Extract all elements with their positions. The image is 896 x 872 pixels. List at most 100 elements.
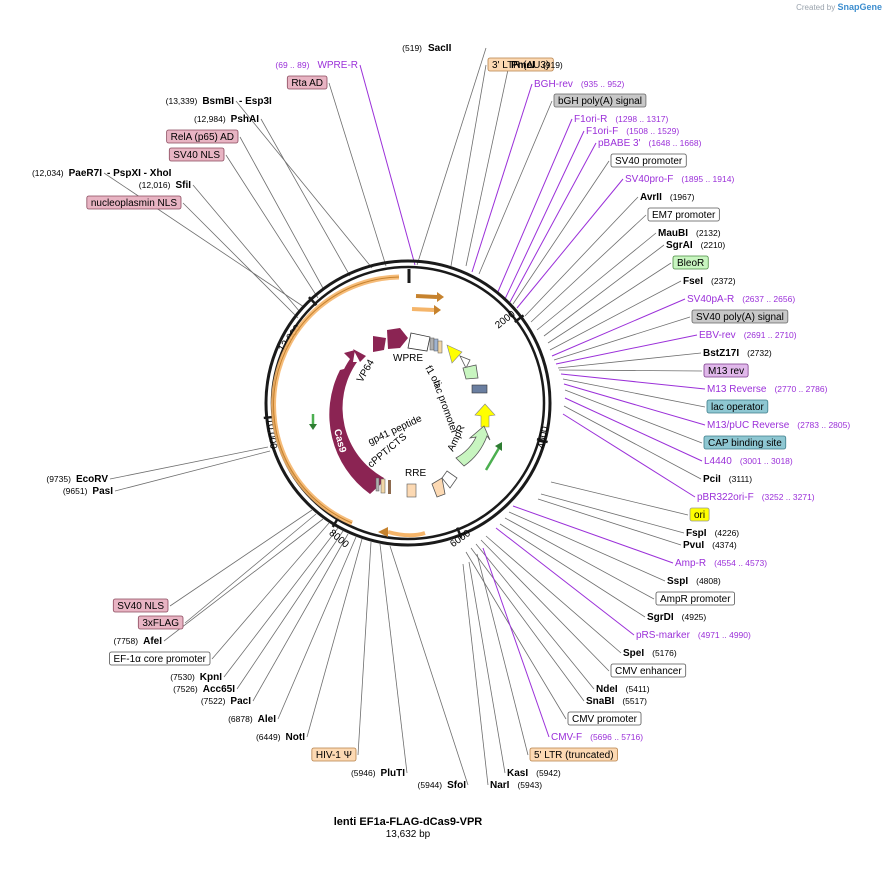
label-box [567,711,642,726]
site-name: NarI [490,780,510,791]
connector-pbabe-3 [509,142,597,303]
label-fsei: FseI (2372) [683,276,736,287]
label-box [703,363,749,378]
label-sv40pa-r: SV40pA-R (2637 .. 2656) [687,294,795,305]
connector-afei [163,518,324,642]
primer-range: (3252 .. 3271) [762,492,815,502]
site-position: (7526) [173,684,198,694]
site-name: SpeI [623,648,644,659]
site-name: PciI [703,474,721,485]
connector-alei [277,536,357,720]
connector-fsei [549,280,682,351]
psi-feature [388,480,391,494]
primer-range: (69 .. 89) [275,60,309,70]
connector-sspi [508,511,666,582]
label-paer7i: PaeR7I(12,034)- PspXI - XhoI [32,168,172,179]
primer-name: SV40pA-R [687,294,734,305]
label-nari: NarI(5943) [490,780,542,791]
label-text: SV40 promoter [615,156,683,167]
label-paci: PacI(7522) [201,696,251,707]
site-name: PmeI [511,60,535,71]
label-text: CMV enhancer [615,666,682,677]
site-name: PacI [230,696,251,707]
label-avrii: AvrII(1967) [640,192,695,203]
label-sfii: SfiI(12,016) [139,180,191,191]
primer-name: WPRE-R [317,60,358,71]
label-text: nucleoplasmin NLS [91,198,177,209]
label-ebv-rev: EBV-rev(2691 .. 2710) [699,330,797,341]
site-position: (2732) [747,348,772,358]
connector-em7-promoter [530,214,647,323]
rre-feature [380,478,386,494]
connector-pasi [114,450,271,492]
primer-range: (4554 .. 4573) [714,558,767,568]
connector-hiv-1 [357,541,372,756]
connector-f1ori-r [496,118,573,295]
primer-name: F1ori-F [586,126,618,137]
label-box [529,747,618,762]
site-position: (7530) [170,672,195,682]
connector-3-ltr-u3 [450,64,487,267]
site-name: FseI [683,276,703,287]
site-name: SfoI [447,780,466,791]
label-box [610,663,687,678]
label-bgh-rev: BGH-rev(935 .. 952) [534,79,625,90]
label-bsmbi: BsmBI(13,339)- Esp3I [166,96,272,107]
ring-tick [331,516,340,528]
connector-ori [550,481,689,516]
label-box [610,153,687,168]
site-name: AleI [258,714,277,725]
primer-range: (2637 .. 2656) [742,294,795,304]
connector-snabi [470,547,585,702]
label-box [647,207,720,222]
site-name: AvrII [640,192,662,203]
site-name: MauBI [658,228,688,239]
site-position: (919) [543,60,563,70]
label-ef-1-core-promoter: EF-1α core promoter [109,651,211,666]
site-position: (12,034) [32,168,64,178]
label-pasi: PasI(9651) [63,486,113,497]
orf-track-cas9-outline [273,276,400,524]
backbone-outer-ring [264,259,552,547]
plasmid-size: 13,632 bp [385,829,431,840]
label-fspi: FspI(4226) [686,528,739,539]
orf-track-small-2 [411,307,435,312]
label-text: 5' LTR (truncated) [534,750,614,761]
connector-kasi [468,561,506,774]
label-3xflag: 3xFLAG [137,615,184,630]
site-name: BstZ17I [703,348,739,359]
connector-ndei [475,543,595,690]
sv40-polya-feature [471,384,488,394]
label-f1ori-f: F1ori-F(1508 .. 1529) [586,126,679,137]
connector-bstz17i [557,352,702,369]
connector-5-ltr-truncated [476,553,529,756]
connector-avrii [524,196,639,317]
site-position: (2372) [711,276,736,286]
primer-range: (2783 .. 2805) [797,420,850,430]
label-bleor: BleoR [672,255,709,270]
primer-name: CMV-F [551,732,582,743]
site-name: Acc65I [203,684,235,695]
connector-m13-reverse [560,373,706,390]
label-pbabe-3: pBABE 3'(1648 .. 1668) [598,138,702,149]
vp64-arrow-2 [387,328,408,349]
connector-rela-p65-ad [239,136,325,291]
label-hiv-1: HIV-1 Ψ [311,747,357,762]
primer-range: (3001 .. 3018) [740,456,793,466]
connector-sgrai [543,244,665,337]
label-box [286,75,328,90]
ring-tick [536,437,548,444]
site-name: SgrDI [647,612,674,623]
label-prs-marker: pRS-marker(4971 .. 4990) [636,630,751,641]
label-text: CMV promoter [572,714,638,725]
connector-wpre-r [359,64,416,266]
label-text: 3xFLAG [142,618,179,629]
label-pcii: PciI(3111) [703,474,752,485]
site-position: (5946) [351,768,376,778]
site-position: (12,984) [194,114,226,124]
connector-nari [462,563,489,786]
label-text: CAP binding site [708,438,782,449]
ori-feature-arrow [474,403,496,428]
site-position: (6878) [228,714,253,724]
site-position: (6449) [256,732,281,742]
